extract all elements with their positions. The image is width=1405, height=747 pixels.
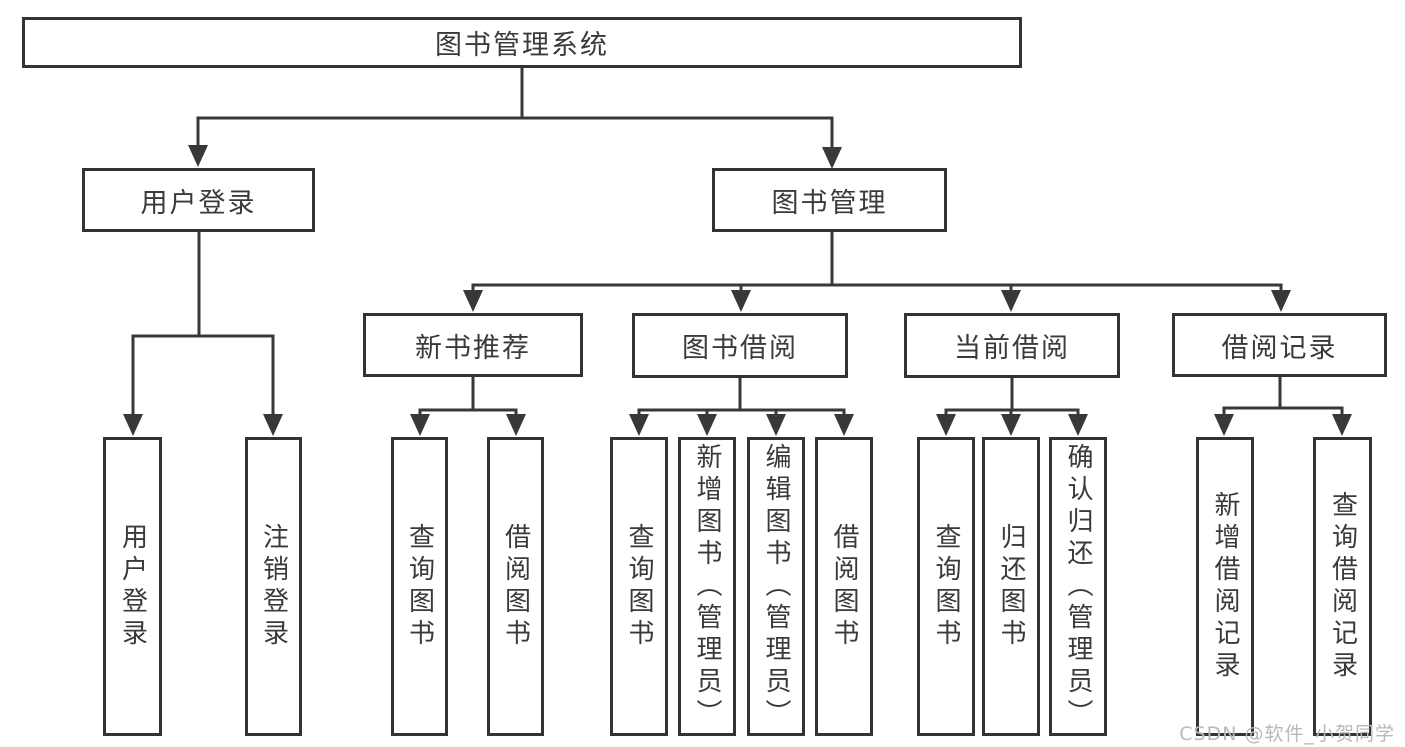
node-label: 借阅图书 (829, 522, 859, 651)
node-label: 借阅记录 (1221, 332, 1338, 364)
node-label: 借阅图书 (500, 522, 531, 651)
node-label: 新增图书（管理员） (692, 442, 722, 731)
node-book-management-system: 图书管理系统 (22, 17, 1022, 68)
node-label: 查询图书 (624, 522, 654, 651)
node-label: 新增借阅记录 (1210, 490, 1240, 683)
node-borrowing-records: 借阅记录 (1172, 313, 1387, 377)
node-label: 注销登录 (258, 522, 289, 651)
node-current-borrowing: 当前借阅 (904, 313, 1120, 378)
node-bb-add-books-admin: 新增图书（管理员） (678, 437, 736, 736)
arrowheads (123, 145, 1352, 436)
csdn-watermark: CSDN @软件_小贺同学 (1179, 723, 1395, 745)
node-new-book-recommend: 新书推荐 (363, 313, 583, 377)
node-user-login-group: 用户登录 (82, 168, 315, 232)
node-label: 用户登录 (140, 187, 257, 219)
node-logout: 注销登录 (245, 437, 302, 736)
node-book-management: 图书管理 (712, 168, 947, 232)
node-label: 归还图书 (996, 522, 1026, 651)
node-br-add-record: 新增借阅记录 (1196, 437, 1254, 736)
node-label: 查询图书 (931, 522, 961, 651)
node-label: 查询借阅记录 (1327, 490, 1358, 683)
node-nbr-query-books: 查询图书 (391, 437, 448, 736)
node-br-query-record: 查询借阅记录 (1313, 437, 1372, 736)
node-label: 图书管理系统 (435, 30, 609, 61)
node-label: 查询图书 (404, 522, 435, 651)
node-bb-edit-books-admin: 编辑图书（管理员） (747, 437, 805, 736)
node-nbr-borrow-books: 借阅图书 (487, 437, 544, 736)
node-bb-borrow-books: 借阅图书 (815, 437, 873, 736)
node-cb-return-books: 归还图书 (982, 437, 1040, 736)
node-cb-confirm-return-admin: 确认归还（管理员） (1049, 437, 1107, 736)
node-label: 图书借阅 (682, 333, 798, 364)
node-label: 当前借阅 (954, 333, 1070, 364)
node-bb-query-books: 查询图书 (610, 437, 668, 736)
node-label: 图书管理 (771, 187, 888, 219)
node-cb-query-books: 查询图书 (917, 437, 975, 736)
node-book-borrowing: 图书借阅 (632, 313, 848, 378)
node-label: 编辑图书（管理员） (761, 442, 791, 731)
node-label: 用户登录 (117, 522, 148, 651)
node-user-login: 用户登录 (103, 437, 162, 736)
node-label: 确认归还（管理员） (1063, 442, 1093, 731)
node-label: 新书推荐 (415, 332, 531, 364)
